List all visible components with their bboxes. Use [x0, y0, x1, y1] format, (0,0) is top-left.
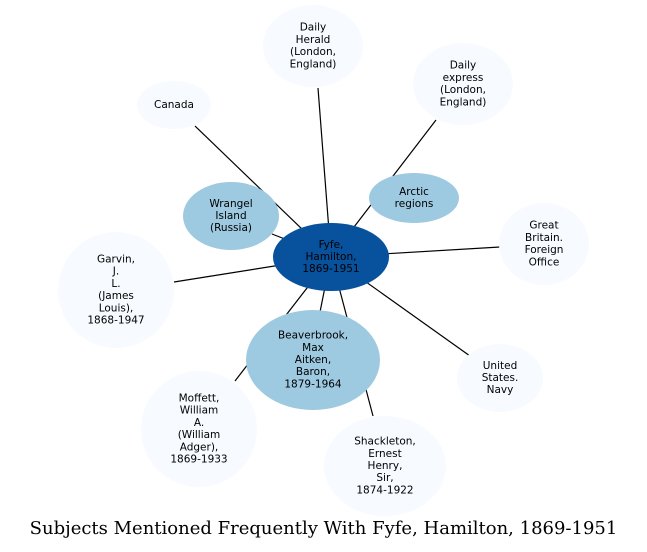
node-beaverbrook-ellipse: [246, 310, 380, 410]
node-daily-herald-ellipse: [263, 5, 363, 87]
node-united-states-navy-label-line: United: [483, 360, 518, 372]
node-canada-ellipse: [137, 81, 211, 129]
node-arctic-regions-label-line: regions: [395, 198, 434, 210]
node-fyfe-label-line: Hamilton,: [306, 251, 357, 263]
node-fyfe-label-line: 1869-1951: [302, 263, 359, 275]
node-daily-herald-label-line: (London,: [290, 46, 336, 58]
node-daily-express-label-line: (London,: [440, 84, 486, 96]
node-united-states-navy-label-line: States.: [482, 372, 519, 384]
node-daily-express-ellipse: [413, 43, 513, 125]
node-beaverbrook-label-line: Beaverbrook,: [278, 330, 348, 342]
node-garvin-label-line: Garvin,: [97, 254, 135, 266]
node-beaverbrook-label-line: Aitken,: [295, 354, 331, 366]
node-fyfe: Fyfe,Hamilton,1869-1951: [273, 223, 389, 291]
node-daily-express-label-line: express: [443, 72, 484, 84]
node-great-britain-foreign-office-label-line: Great: [529, 220, 558, 232]
node-garvin-label-line: Louis),: [99, 302, 134, 314]
node-shackleton-label-line: 1874-1922: [356, 484, 413, 496]
node-daily-express-label-line: England): [440, 96, 487, 108]
node-canada: Canada: [137, 81, 211, 129]
node-shackleton-label-line: Henry,: [368, 460, 403, 472]
node-shackleton-ellipse: [324, 416, 446, 516]
node-wrangel-island-label-line: (Russia): [210, 222, 252, 234]
node-shackleton-label-line: Ernest: [368, 448, 401, 460]
node-great-britain-foreign-office-ellipse: [499, 203, 589, 285]
node-moffett-ellipse: [141, 371, 257, 487]
node-moffett-label-line: William: [180, 405, 218, 417]
node-daily-herald-label-line: Daily: [300, 22, 327, 34]
node-fyfe-label-line: Fyfe,: [319, 239, 344, 251]
node-beaverbrook-label-line: 1879-1964: [284, 378, 342, 390]
node-wrangel-island-label-line: Island: [215, 210, 246, 222]
node-canada-label-line: Canada: [154, 99, 194, 111]
node-beaverbrook-label-line: Max: [302, 342, 324, 354]
node-wrangel-island-label-line: Wrangel: [209, 198, 252, 210]
node-great-britain-foreign-office-label-line: Office: [529, 256, 560, 268]
node-shackleton-label-line: Shackleton,: [354, 436, 416, 448]
node-moffett-label-line: 1869-1933: [170, 454, 227, 466]
node-beaverbrook-label-line: Baron,: [296, 366, 330, 378]
node-moffett-label-line: A.: [194, 417, 204, 429]
node-moffett-label-line: Moffett,: [179, 393, 220, 405]
node-garvin-label-line: (James: [98, 290, 134, 302]
diagram-title: Subjects Mentioned Frequently With Fyfe,…: [29, 518, 618, 539]
node-shackleton-label-line: Sir,: [376, 472, 393, 484]
node-garvin-label-line: L.: [111, 278, 120, 290]
node-garvin-label-line: 1868-1947: [87, 315, 144, 327]
node-arctic-regions-ellipse: [369, 173, 459, 223]
nodes: DailyHerald(London,England)Dailyexpress(…: [58, 5, 589, 516]
node-arctic-regions-label-line: Arctic: [399, 186, 429, 198]
node-garvin-ellipse: [58, 232, 174, 348]
node-garvin-label-line: J.: [112, 266, 119, 278]
node-wrangel-island-ellipse: [183, 182, 279, 250]
node-moffett-label-line: (William: [178, 429, 221, 441]
node-fyfe-ellipse: [273, 223, 389, 291]
node-moffett: Moffett,WilliamA.(WilliamAdger),1869-193…: [141, 371, 257, 487]
node-moffett-label-line: Adger),: [180, 441, 219, 453]
node-daily-herald-label-line: England): [290, 58, 337, 70]
node-united-states-navy-label-line: Navy: [487, 384, 514, 396]
node-daily-express-label-line: Daily: [450, 60, 477, 72]
node-daily-herald-label-line: Herald: [296, 34, 331, 46]
node-great-britain-foreign-office-label-line: Britain.: [525, 232, 563, 244]
node-great-britain-foreign-office-label-line: Foreign: [525, 244, 564, 256]
node-united-states-navy-ellipse: [457, 344, 543, 412]
